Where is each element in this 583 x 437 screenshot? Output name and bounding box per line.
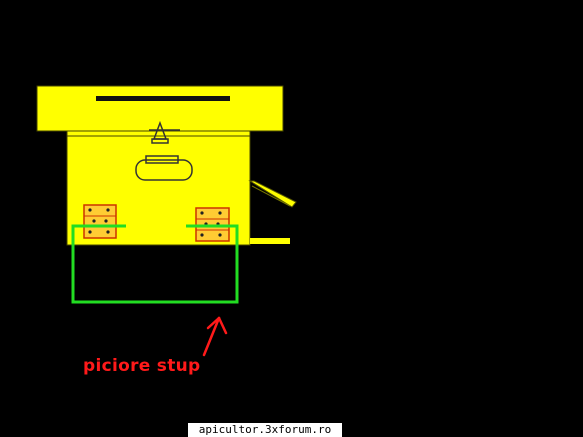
left-hinge-plate <box>83 204 117 239</box>
watermark: apicultor.3xforum.ro <box>188 423 342 437</box>
hive-legs-outline <box>71 224 239 304</box>
annotation-arrow <box>202 316 228 357</box>
bottom-board <box>250 238 290 244</box>
annotation-label: piciore stup <box>83 356 201 376</box>
roof-slot <box>96 96 230 101</box>
landing-ramp <box>248 180 297 208</box>
triangle-icon <box>149 120 180 144</box>
hand-grip <box>135 155 193 181</box>
